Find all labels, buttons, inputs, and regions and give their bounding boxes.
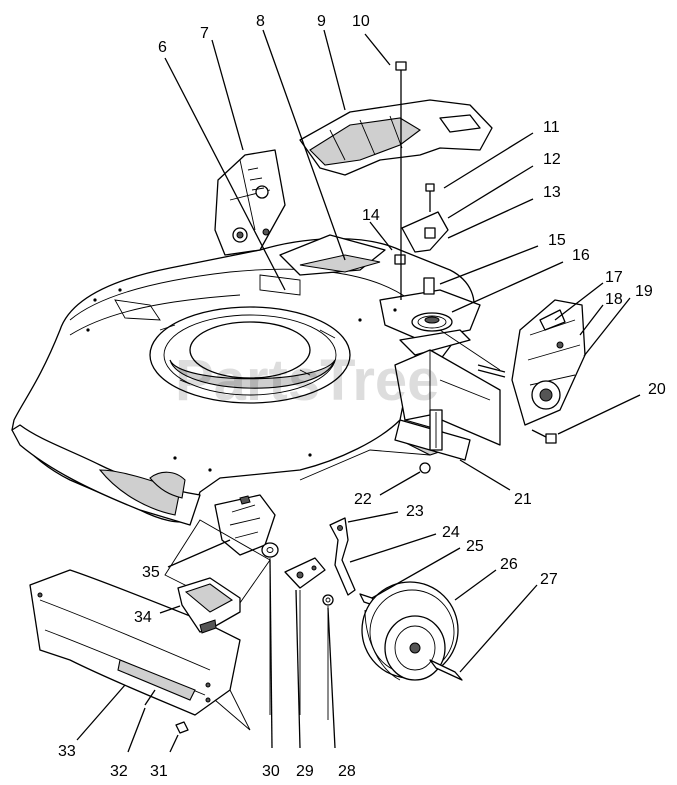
callout-27: 27 (540, 571, 558, 588)
callout-17: 17 (605, 269, 623, 286)
callout-21: 21 (514, 491, 532, 508)
callout-8: 8 (256, 13, 265, 30)
callout-9: 9 (317, 13, 326, 30)
callout-24: 24 (442, 524, 460, 541)
mower-deck (11, 234, 501, 526)
axle-tube (299, 409, 471, 481)
callout-10: 10 (352, 13, 370, 30)
watermark: PartsTree (175, 348, 439, 413)
callout-14: 14 (362, 207, 380, 224)
bolt-11 (425, 183, 435, 212)
bolt-10 (395, 61, 407, 102)
callout-26: 26 (500, 556, 518, 573)
rear-height-adjuster (214, 149, 286, 256)
spacer-15 (400, 102, 435, 300)
callout-32: 32 (110, 763, 128, 780)
front-wheel (361, 581, 463, 681)
nut-14 (394, 254, 406, 265)
callout-12: 12 (543, 151, 561, 168)
callout-numbers: 6 7 8 9 10 11 12 13 14 15 16 17 18 19 20… (58, 13, 666, 780)
bracket-12-13 (401, 211, 449, 253)
callout-6: 6 (158, 39, 167, 56)
rear-discharge-door (299, 99, 493, 176)
callout-20: 20 (648, 381, 666, 398)
callout-11: 11 (543, 119, 560, 136)
callout-28: 28 (338, 763, 356, 780)
rear-flap (29, 569, 251, 731)
callout-13: 13 (543, 184, 561, 201)
callout-33: 33 (58, 743, 76, 760)
axle-plate-29 (284, 557, 326, 589)
callout-15: 15 (548, 232, 566, 249)
callout-22: 22 (354, 491, 372, 508)
pulley-16 (411, 312, 453, 332)
washer-28 (322, 594, 334, 606)
bolt-20 (531, 429, 557, 444)
callout-25: 25 (466, 538, 484, 555)
callout-7: 7 (200, 25, 209, 42)
callout-19: 19 (635, 283, 653, 300)
callout-18: 18 (605, 291, 623, 308)
callout-29: 29 (296, 763, 314, 780)
callout-35: 35 (142, 564, 160, 581)
leader-lines (76, 29, 641, 753)
deflector-34 (177, 577, 241, 634)
screw-32 (144, 689, 156, 706)
callout-34: 34 (134, 609, 152, 626)
callout-23: 23 (406, 503, 424, 520)
nut-22 (419, 462, 431, 474)
wheel-arm (329, 517, 377, 607)
callout-16: 16 (572, 247, 590, 264)
callout-30: 30 (262, 763, 280, 780)
nut-31 (175, 721, 189, 734)
washer-30 (261, 542, 279, 558)
right-height-adjuster (477, 299, 586, 426)
callout-31: 31 (150, 763, 168, 780)
